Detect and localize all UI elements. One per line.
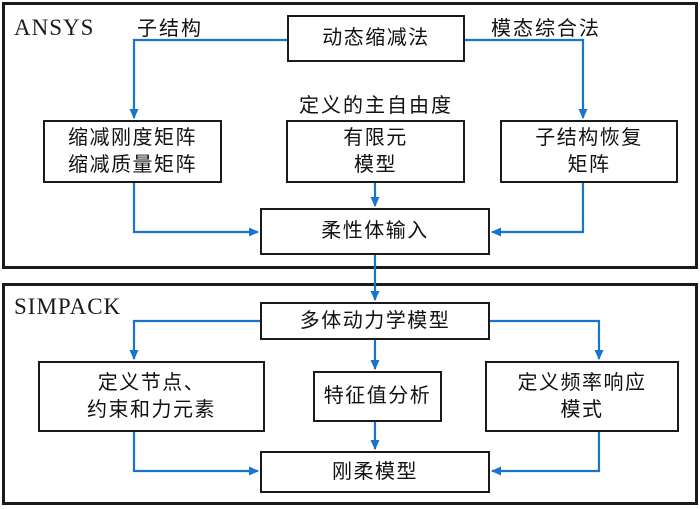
edge-label-modal-synthesis: 模态综合法 xyxy=(491,18,601,40)
ansys-section-frame xyxy=(2,2,698,269)
node-fe-model: 有限元 模型 xyxy=(286,120,465,183)
node-rigid-flex-model: 刚柔模型 xyxy=(260,451,490,493)
edge-label-master-dof: 定义的主自由度 xyxy=(299,95,453,117)
simpack-section-frame xyxy=(2,283,698,505)
node-flexible-body-input: 柔性体输入 xyxy=(260,208,490,255)
node-mbd-model: 多体动力学模型 xyxy=(260,302,490,340)
node-recovery-matrix: 子结构恢复 矩阵 xyxy=(500,120,678,183)
edge-label-substructure: 子结构 xyxy=(137,18,203,40)
node-freq-response: 定义频率响应 模式 xyxy=(485,361,679,432)
node-dynamic-reduction: 动态缩减法 xyxy=(287,15,465,62)
node-eigenvalue-analysis: 特征值分析 xyxy=(313,371,442,422)
node-reduced-matrices: 缩减刚度矩阵 缩减质量矩阵 xyxy=(43,120,222,183)
node-nodes-constraints: 定义节点、 约束和力元素 xyxy=(38,361,265,432)
ansys-section-title: ANSYS xyxy=(14,15,95,40)
simpack-section-title: SIMPACK xyxy=(14,294,122,319)
